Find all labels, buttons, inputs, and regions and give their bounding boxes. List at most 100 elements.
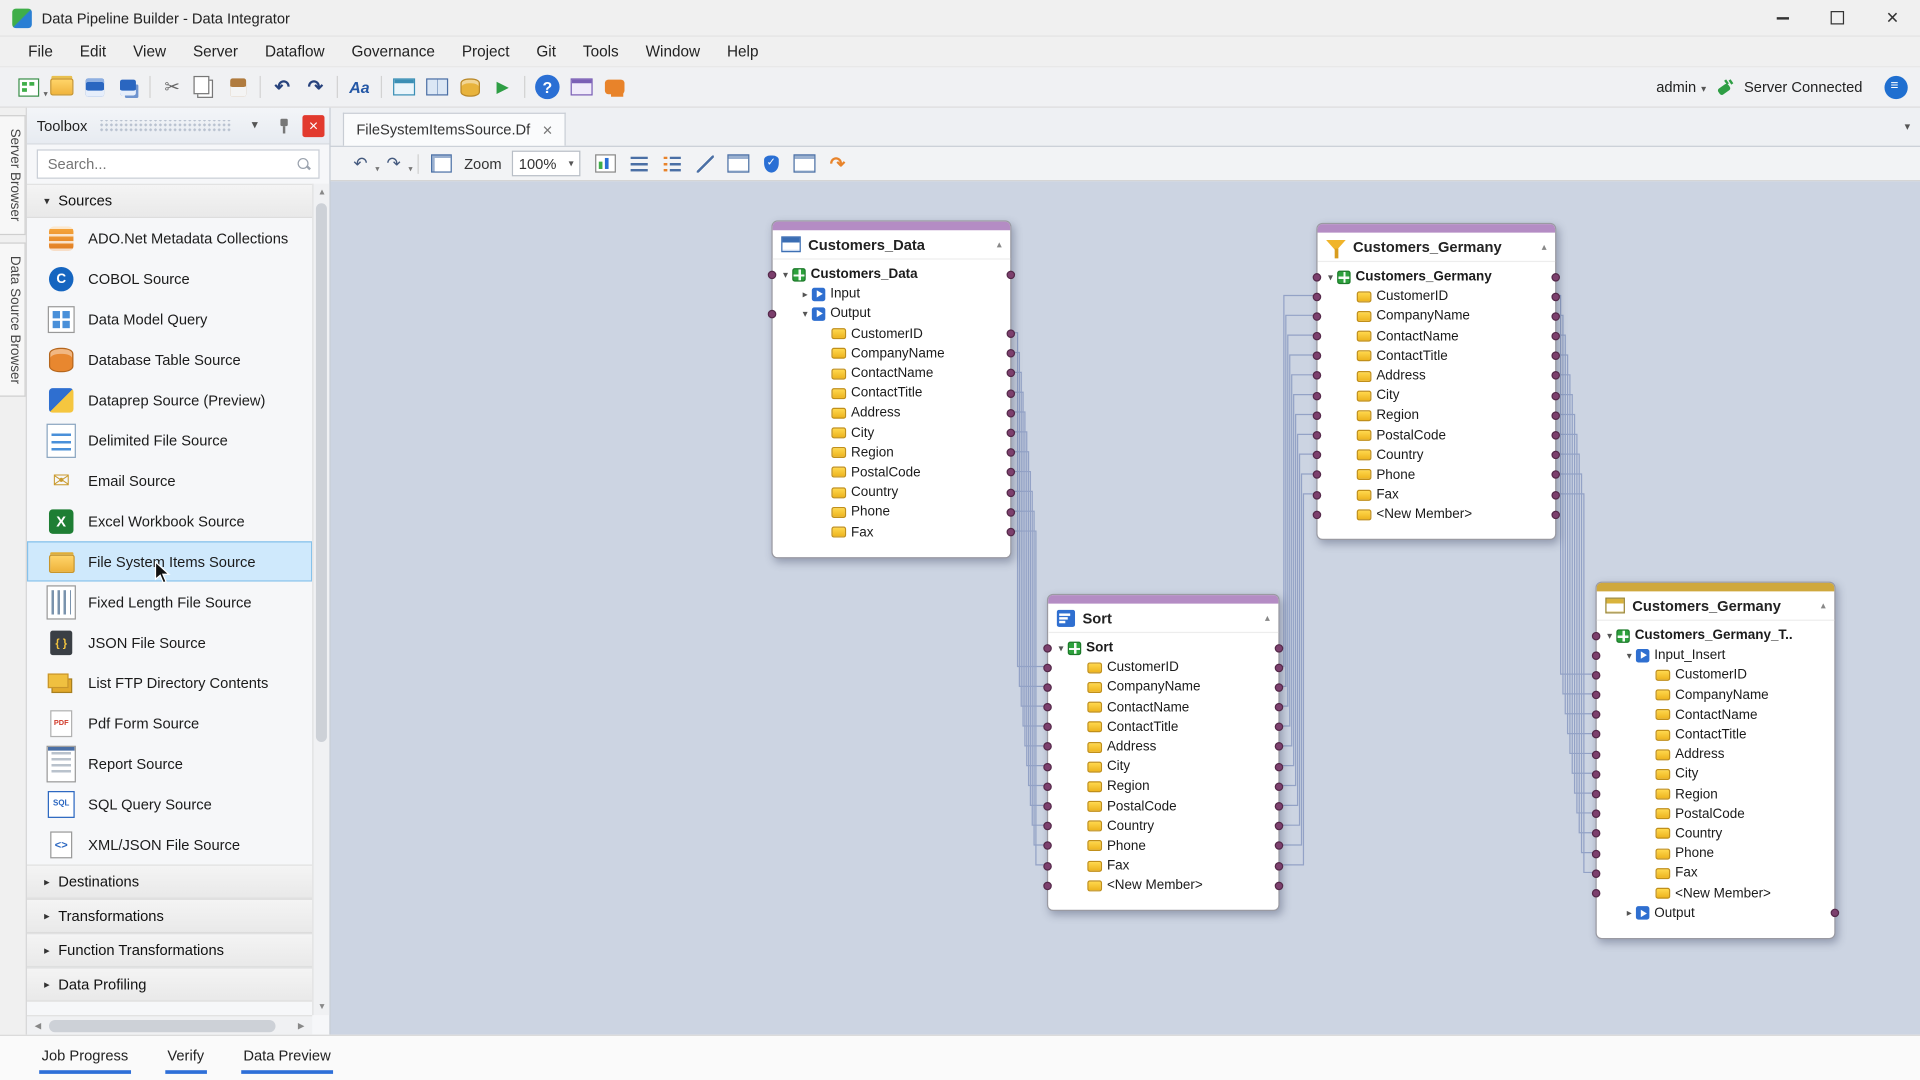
output-port[interactable] xyxy=(1007,429,1016,438)
feedback-icon[interactable] xyxy=(1884,75,1907,98)
menu-item[interactable]: File xyxy=(15,38,67,65)
input-port[interactable] xyxy=(1592,671,1601,680)
tree-row[interactable]: Region xyxy=(1318,406,1556,426)
tree-row[interactable]: Fax xyxy=(1318,485,1556,505)
output-port[interactable] xyxy=(1275,683,1284,692)
collapse-chevron-icon[interactable]: ▴ xyxy=(1821,600,1826,611)
database-job-icon[interactable] xyxy=(453,70,486,103)
tree-row[interactable]: <New Member> xyxy=(1597,883,1835,903)
side-panel-tab[interactable]: Data Source Browser xyxy=(0,242,26,397)
tree-row[interactable]: ContactTitle xyxy=(773,383,1011,403)
font-icon[interactable] xyxy=(343,70,376,103)
open-folder-icon[interactable] xyxy=(45,70,78,103)
statusbar-tab[interactable]: Job Progress xyxy=(39,1043,130,1074)
tree-row[interactable]: Region xyxy=(1048,777,1278,797)
input-port[interactable] xyxy=(1313,372,1322,381)
tree-row[interactable]: Fax xyxy=(1048,856,1278,876)
toolbox-item[interactable]: Excel Workbook Source xyxy=(27,501,312,541)
tree-row[interactable]: ▸ Input xyxy=(773,284,1011,304)
save-all-icon[interactable] xyxy=(111,70,144,103)
tree-row[interactable]: Phone xyxy=(1318,465,1556,485)
dataflow-canvas[interactable]: Customers_Data ▴ ▾ Customers_Data ▸ xyxy=(331,181,1920,1034)
tree-row[interactable]: Address xyxy=(773,403,1011,423)
toolbox-section[interactable]: Transformations xyxy=(27,899,312,933)
toolbox-item[interactable]: COBOL Source xyxy=(27,258,312,298)
toolbox-section-sources[interactable]: Sources xyxy=(27,184,312,218)
output-port[interactable] xyxy=(1551,312,1560,321)
tree-row[interactable]: Phone xyxy=(1048,836,1278,856)
fit-diagram-icon[interactable] xyxy=(426,149,457,178)
menu-item[interactable]: Tools xyxy=(569,38,632,65)
tree-row[interactable]: ContactName xyxy=(1597,705,1835,725)
tree-row[interactable]: ContactTitle xyxy=(1048,717,1278,737)
side-panel-tab[interactable]: Server Browser xyxy=(0,115,26,235)
toolbox-section[interactable]: Destinations xyxy=(27,864,312,898)
tree-row[interactable]: CompanyName xyxy=(1048,678,1278,698)
tree-row[interactable]: ContactName xyxy=(773,364,1011,384)
paste-icon[interactable] xyxy=(222,70,255,103)
drag-grip[interactable] xyxy=(100,119,232,131)
output-port[interactable] xyxy=(1007,329,1016,338)
input-port[interactable] xyxy=(1043,643,1052,652)
toolbox-item[interactable]: JSON File Source xyxy=(27,622,312,662)
edit-window-icon[interactable] xyxy=(387,70,420,103)
toolbox-item[interactable]: Database Table Source xyxy=(27,339,312,379)
output-port[interactable] xyxy=(1551,332,1560,341)
output-port[interactable] xyxy=(1275,643,1284,652)
toolbox-section[interactable]: Data Profiling xyxy=(27,967,312,1001)
collapse-chevron-icon[interactable]: ▴ xyxy=(1542,241,1547,252)
output-port[interactable] xyxy=(1007,488,1016,497)
new-dataflow-icon[interactable] xyxy=(12,70,45,103)
menu-item[interactable]: Edit xyxy=(66,38,119,65)
output-port[interactable] xyxy=(1275,703,1284,712)
tree-row[interactable]: City xyxy=(1318,386,1556,406)
tree-expander-icon[interactable]: ▸ xyxy=(1622,908,1635,919)
tree-expander-icon[interactable]: ▸ xyxy=(798,289,811,300)
input-port[interactable] xyxy=(1592,829,1601,838)
tree-row[interactable]: ▾ Output xyxy=(773,304,1011,324)
node-header[interactable]: Sort ▴ xyxy=(1048,604,1278,633)
input-port[interactable] xyxy=(1313,471,1322,480)
tree-row[interactable]: Country xyxy=(1318,445,1556,465)
mapping-grid-icon[interactable] xyxy=(723,149,754,178)
tree-expander-icon[interactable]: ▾ xyxy=(1603,630,1616,641)
tree-row[interactable]: ▾ Customers_Germany_T.. xyxy=(1597,626,1835,646)
output-port[interactable] xyxy=(1275,862,1284,871)
menu-item[interactable]: Git xyxy=(523,38,570,65)
menu-item[interactable]: Dataflow xyxy=(252,38,338,65)
input-port[interactable] xyxy=(768,270,777,279)
output-port[interactable] xyxy=(1551,510,1560,519)
menu-item[interactable]: Help xyxy=(714,38,772,65)
menu-item[interactable]: Governance xyxy=(338,38,448,65)
document-tab[interactable]: FileSystemItemsSource.Df xyxy=(343,113,566,146)
tree-row[interactable]: CustomerID xyxy=(1597,665,1835,685)
output-port[interactable] xyxy=(1275,762,1284,771)
toolbox-item[interactable]: ADO.Net Metadata Collections xyxy=(27,218,312,258)
tree-expander-icon[interactable]: ▾ xyxy=(1054,642,1067,653)
tree-expander-icon[interactable]: ▾ xyxy=(1622,650,1635,661)
input-port[interactable] xyxy=(1313,490,1322,499)
cut-icon[interactable] xyxy=(156,70,189,103)
tree-row[interactable]: CompanyName xyxy=(1597,685,1835,705)
tree-row[interactable]: ▾ Input_Insert xyxy=(1597,646,1835,666)
output-port[interactable] xyxy=(1275,782,1284,791)
toolbox-item[interactable]: Report Source xyxy=(27,743,312,783)
tree-row[interactable]: Address xyxy=(1597,745,1835,765)
tree-row[interactable]: Address xyxy=(1048,737,1278,757)
align-list2-icon[interactable] xyxy=(657,149,688,178)
reroute-icon[interactable] xyxy=(822,149,853,178)
tree-expander-icon[interactable]: ▾ xyxy=(1324,271,1337,282)
output-port[interactable] xyxy=(1551,391,1560,400)
toolbox-item[interactable]: Email Source xyxy=(27,460,312,500)
output-port[interactable] xyxy=(1275,663,1284,672)
close-button[interactable] xyxy=(1865,0,1920,36)
input-port[interactable] xyxy=(1592,711,1601,720)
tree-row[interactable]: ▾ Customers_Data xyxy=(773,264,1011,284)
zoom-select[interactable]: 100% xyxy=(511,151,580,177)
output-port[interactable] xyxy=(1007,409,1016,418)
node-customers-germany-t[interactable]: Customers_Germany ▴ ▾ Customers_Germany_… xyxy=(1596,582,1836,939)
input-port[interactable] xyxy=(1313,332,1322,341)
tree-row[interactable]: ▾ Sort xyxy=(1048,638,1278,658)
redo-icon[interactable] xyxy=(299,70,332,103)
redo-icon[interactable] xyxy=(378,149,409,178)
